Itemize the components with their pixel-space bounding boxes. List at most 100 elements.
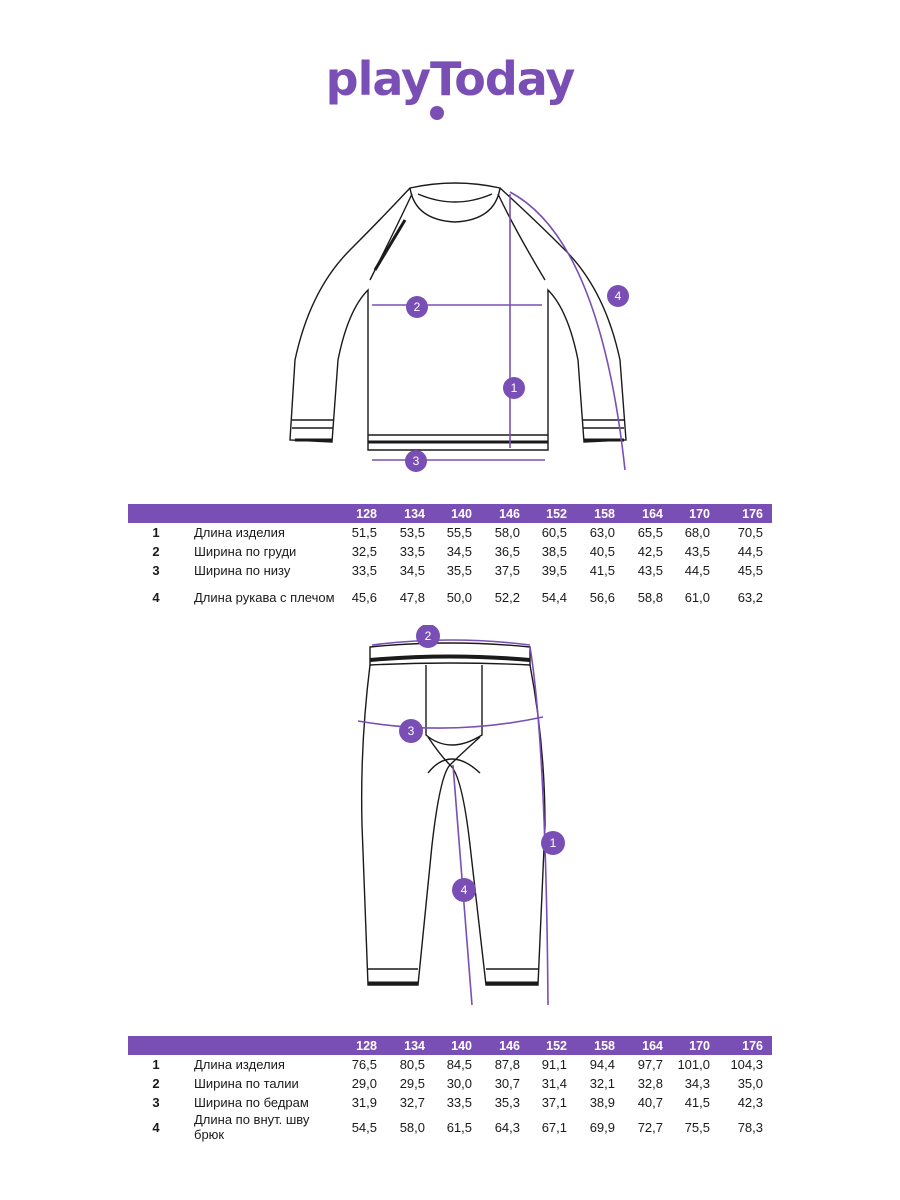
sweatshirt-marker-1: 1 [503,377,525,399]
table-cell: 51,5 [351,525,377,540]
svg-text:3: 3 [413,454,420,468]
row-label: Длина изделия [194,525,285,540]
table-row: 3 Ширина по низу 33,5 34,5 35,5 37,5 39,… [128,561,772,580]
table-cell: 56,6 [589,590,615,605]
svg-text:1: 1 [511,381,518,395]
table-cell: 32,1 [589,1076,615,1091]
table-row: 3 Ширина по бедрам 31,9 32,7 33,5 35,3 3… [128,1093,772,1112]
table-cell: 47,8 [399,590,425,605]
pants-marker-2: 2 [416,625,440,648]
table-cell: 39,5 [541,563,567,578]
table-cell: 43,5 [684,544,710,559]
table-cell: 40,7 [637,1095,663,1110]
size-header: 170 [672,1036,719,1055]
table-cell: 35,3 [494,1095,520,1110]
svg-text:2: 2 [414,300,421,314]
row-number: 1 [152,525,160,540]
table-cell: 61,0 [684,590,710,605]
pants-marker-3: 3 [399,719,423,743]
table-cell: 35,0 [737,1076,763,1091]
table-cell: 84,5 [446,1057,472,1072]
brand-logo: playToday [325,52,576,106]
row-number: 3 [152,563,160,578]
table-cell: 63,0 [589,525,615,540]
table-cell: 101,0 [677,1057,710,1072]
table-cell: 50,0 [446,590,472,605]
pants-diagram: 1 2 3 4 [357,625,565,1006]
table-cell: 32,5 [351,544,377,559]
table-cell: 75,5 [684,1119,710,1135]
table-row: 1 Длина изделия 76,5 80,5 84,5 87,8 91,1… [128,1055,772,1074]
table-cell: 42,3 [737,1095,763,1110]
svg-text:4: 4 [461,883,468,897]
pants-marker-1: 1 [541,831,565,855]
brand-logo-dot [430,106,444,120]
table-cell: 104,3 [730,1057,763,1072]
size-header: 146 [481,1036,529,1055]
row-label: Ширина по талии [194,1076,299,1091]
row-number: 2 [152,1076,160,1091]
size-header: 170 [672,504,719,523]
table-cell: 42,5 [637,544,663,559]
svg-text:3: 3 [408,724,415,738]
table-cell: 31,4 [541,1076,567,1091]
sweatshirt-measure-lines [372,191,626,471]
row-label: Длина по внут. шву брюк [184,1112,342,1142]
table-cell: 34,5 [399,563,425,578]
table-cell: 87,8 [494,1057,520,1072]
size-header: 164 [624,1036,672,1055]
table-cell: 35,5 [446,563,472,578]
size-header: 164 [624,504,672,523]
table-cell: 54,5 [351,1119,377,1135]
svg-text:4: 4 [615,289,622,303]
table-row: 4 Длина рукава с плечом 45,6 47,8 50,0 5… [128,580,772,607]
row-label-line: Длина по внут. шву [194,1112,310,1127]
table-cell: 29,0 [351,1076,377,1091]
table-cell: 30,0 [446,1076,472,1091]
table-cell: 97,7 [637,1057,663,1072]
table-row: 2 Ширина по талии 29,0 29,5 30,0 30,7 31… [128,1074,772,1093]
size-header: 134 [386,1036,434,1055]
size-header: 134 [386,504,434,523]
sweatshirt-marker-4: 4 [607,285,629,307]
sweatshirt-size-header: 128 134 140 146 152 158 164 170 176 [128,504,772,523]
table-cell: 68,0 [684,525,710,540]
table-row: 4 Длина по внут. шву брюк 54,5 58,0 61,5… [128,1112,772,1142]
table-cell: 94,4 [589,1057,615,1072]
pants-outline [360,642,546,986]
row-label-line: брюк [194,1127,225,1142]
table-cell: 45,6 [351,590,377,605]
row-number: 4 [152,1119,160,1135]
table-cell: 72,7 [637,1119,663,1135]
table-cell: 34,3 [684,1076,710,1091]
sweatshirt-diagram: 1 2 3 4 [289,182,629,472]
table-cell: 45,5 [737,563,763,578]
table-cell: 65,5 [637,525,663,540]
row-number: 3 [152,1095,160,1110]
size-header: 140 [434,504,481,523]
table-cell: 33,5 [446,1095,472,1110]
table-cell: 33,5 [399,544,425,559]
table-cell: 44,5 [737,544,763,559]
table-cell: 55,5 [446,525,472,540]
table-cell: 54,4 [541,590,567,605]
sweatshirt-marker-2: 2 [406,296,428,318]
sweatshirt-marker-3: 3 [405,450,427,472]
table-cell: 41,5 [589,563,615,578]
table-cell: 29,5 [399,1076,425,1091]
table-cell: 58,8 [637,590,663,605]
table-cell: 31,9 [351,1095,377,1110]
table-cell: 58,0 [399,1119,425,1135]
table-cell: 76,5 [351,1057,377,1072]
size-header: 176 [719,504,772,523]
table-cell: 64,3 [494,1119,520,1135]
table-cell: 32,7 [399,1095,425,1110]
pants-measure-lines [357,639,549,1006]
table-cell: 61,5 [446,1119,472,1135]
table-cell: 53,5 [399,525,425,540]
table-cell: 30,7 [494,1076,520,1091]
pants-size-table: 128 134 140 146 152 158 164 170 176 1 Дл… [128,1036,772,1142]
table-cell: 63,2 [737,590,763,605]
table-cell: 78,3 [737,1119,763,1135]
table-cell: 32,8 [637,1076,663,1091]
